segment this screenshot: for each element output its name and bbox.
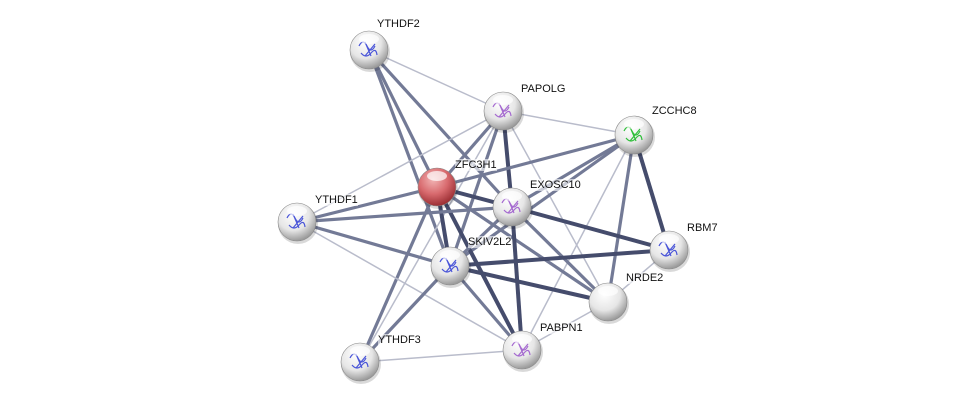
node-label: ZCCHC8 bbox=[652, 105, 697, 117]
edge-papolg-skiv2l2[interactable] bbox=[448, 110, 505, 267]
node-pabpn1[interactable] bbox=[502, 330, 543, 372]
node-exosc10[interactable] bbox=[492, 187, 533, 229]
node-label: ZFC3H1 bbox=[455, 159, 497, 171]
protein-structure-icon bbox=[501, 198, 521, 214]
edge-zcchc8-nrde2[interactable] bbox=[606, 134, 636, 303]
edge-zfc3h1-ythdf1[interactable] bbox=[296, 185, 438, 224]
edge-exosc10-pabpn1[interactable] bbox=[510, 206, 524, 351]
edge-zcchc8-rbm7[interactable] bbox=[632, 134, 671, 251]
protein-structure-icon bbox=[511, 341, 531, 357]
edge-skiv2l2-ythdf3[interactable] bbox=[358, 264, 452, 364]
node-label: YTHDF1 bbox=[315, 194, 358, 206]
edge-papolg-nrde2[interactable] bbox=[502, 110, 609, 303]
node-ythdf1[interactable] bbox=[277, 202, 318, 244]
node-label: PABPN1 bbox=[540, 322, 583, 334]
edge-zfc3h1-ythdf3[interactable] bbox=[358, 186, 439, 363]
protein-structure-icon bbox=[349, 353, 369, 369]
edge-skiv2l2-rbm7[interactable] bbox=[449, 248, 670, 268]
edge-zcchc8-exosc10[interactable] bbox=[511, 133, 635, 209]
edge-ythdf2-exosc10[interactable] bbox=[367, 48, 514, 209]
edge-ythdf2-papolg[interactable] bbox=[368, 49, 504, 112]
protein-structure-icon bbox=[286, 213, 306, 229]
node-label: SKIV2L2 bbox=[468, 236, 512, 248]
node-label: YTHDF2 bbox=[377, 18, 420, 30]
node-rbm7[interactable] bbox=[649, 230, 690, 272]
node-ythdf2[interactable] bbox=[349, 30, 390, 72]
edge-pabpn1-ythdf3[interactable] bbox=[359, 349, 523, 363]
edge-ythdf2-zfc3h1[interactable] bbox=[367, 49, 439, 188]
node-label: NRDE2 bbox=[626, 272, 664, 284]
edge-zfc3h1-pabpn1[interactable] bbox=[435, 186, 524, 351]
node-label: PAPOLG bbox=[521, 83, 566, 95]
edge-zcchc8-zfc3h1[interactable] bbox=[436, 133, 635, 189]
edge-papolg-zcchc8[interactable] bbox=[502, 110, 635, 136]
protein-structure-icon bbox=[439, 257, 459, 273]
edge-ythdf1-pabpn1[interactable] bbox=[296, 221, 523, 351]
node-label: RBM7 bbox=[687, 222, 718, 234]
edge-exosc10-rbm7[interactable] bbox=[511, 205, 670, 252]
node-zfc3h1[interactable] bbox=[417, 167, 458, 209]
edge-ythdf1-skiv2l2[interactable] bbox=[296, 220, 451, 268]
protein-structure-icon bbox=[623, 126, 643, 142]
node-skiv2l2[interactable] bbox=[430, 246, 471, 288]
edge-papolg-ythdf3[interactable] bbox=[359, 110, 504, 363]
edge-exosc10-ythdf1[interactable] bbox=[296, 205, 513, 224]
node-zcchc8[interactable] bbox=[614, 115, 655, 157]
edge-ythdf2-skiv2l2[interactable] bbox=[367, 49, 452, 267]
node-ythdf3[interactable] bbox=[340, 342, 381, 384]
node-label: YTHDF3 bbox=[378, 334, 421, 346]
node-nrde2[interactable] bbox=[588, 282, 629, 324]
edge-zfc3h1-nrde2[interactable] bbox=[436, 185, 609, 304]
edge-exosc10-nrde2[interactable] bbox=[510, 205, 610, 304]
protein-structure-icon bbox=[358, 41, 378, 57]
node-label: EXOSC10 bbox=[530, 179, 581, 191]
edge-zcchc8-pabpn1[interactable] bbox=[521, 134, 635, 351]
protein-structure-icon bbox=[492, 102, 512, 118]
protein-structure-icon bbox=[658, 241, 678, 257]
edge-skiv2l2-nrde2[interactable] bbox=[449, 264, 609, 304]
node-papolg[interactable] bbox=[483, 91, 524, 133]
